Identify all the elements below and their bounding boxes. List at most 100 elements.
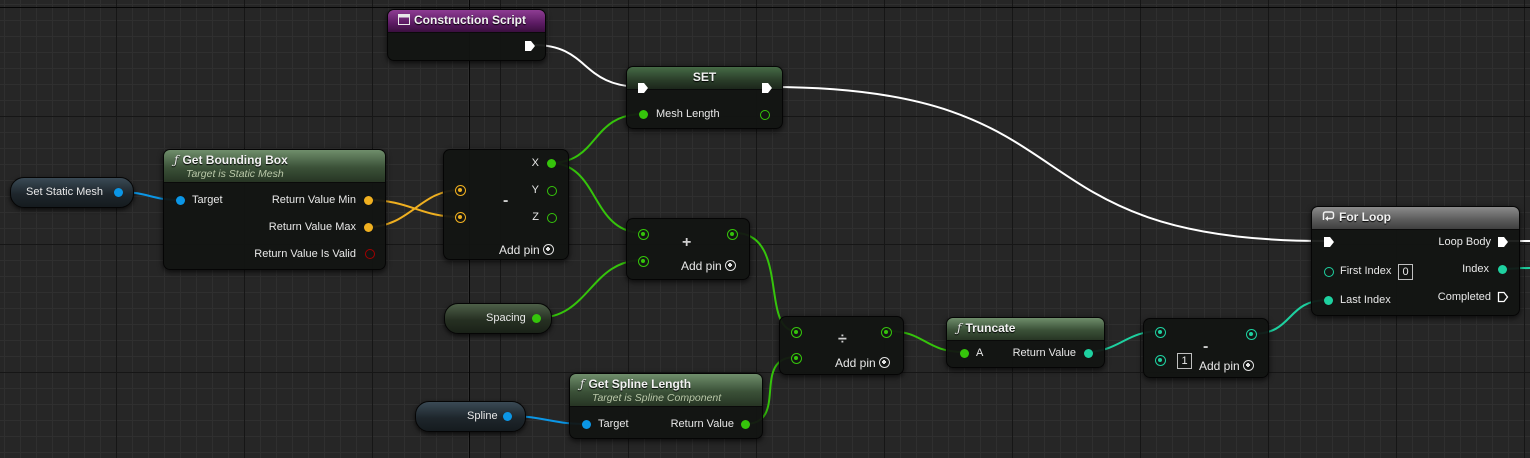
vector-b-input-pin[interactable] xyxy=(455,212,466,223)
set-mesh-length-node[interactable]: SET Mesh Length xyxy=(626,66,783,129)
exec-output-pin[interactable] xyxy=(524,40,536,52)
divide-operator: ÷ xyxy=(838,331,847,348)
truncate-a-input-pin[interactable] xyxy=(960,349,969,358)
vector-a-input-pin[interactable] xyxy=(455,185,466,196)
loop-body-label: Loop Body xyxy=(1438,236,1491,248)
y-output-pin[interactable] xyxy=(547,186,557,196)
bbox-valid-label: Return Value Is Valid xyxy=(254,248,356,260)
vector-add-pin-button[interactable]: Add pin xyxy=(499,243,554,257)
add-pin-icon xyxy=(724,260,736,271)
first-index-label: First Index xyxy=(1340,265,1392,277)
add-b-input-pin[interactable] xyxy=(638,256,649,267)
set-exec-out-pin[interactable] xyxy=(761,82,773,94)
subtract-output-pin[interactable] xyxy=(1246,329,1257,340)
divide-add-pin-button[interactable]: Add pin xyxy=(835,356,890,370)
spacing-variable[interactable]: Spacing xyxy=(444,303,552,334)
mesh-length-label: Mesh Length xyxy=(656,108,720,120)
subtract-b-value-field[interactable]: 1 xyxy=(1177,353,1192,369)
macro-loop-icon xyxy=(1322,211,1335,221)
add-add-pin-button[interactable]: Add pin xyxy=(681,259,736,273)
add-output-pin[interactable] xyxy=(727,229,738,240)
last-index-pin[interactable] xyxy=(1324,296,1333,305)
subtract-b-input-pin[interactable] xyxy=(1155,355,1166,366)
float-divide-node[interactable]: ÷ Add pin xyxy=(779,316,904,375)
add-operator: + xyxy=(682,234,692,251)
bbox-target-pin[interactable] xyxy=(176,196,185,205)
set-header: SET xyxy=(627,67,782,90)
divide-add-pin-label: Add pin xyxy=(835,356,876,370)
set-static-mesh-variable[interactable]: Set Static Mesh xyxy=(10,177,134,208)
function-icon: ƒ xyxy=(174,153,179,167)
get-spline-length-subtitle: Target is Spline Component xyxy=(592,392,722,404)
subtract-add-pin-button[interactable]: Add pin xyxy=(1199,359,1254,373)
int-subtract-node[interactable]: 1 - Add pin xyxy=(1143,318,1269,378)
loop-body-pin[interactable] xyxy=(1497,236,1509,248)
first-index-value-field[interactable]: 0 xyxy=(1398,264,1413,280)
spline-variable[interactable]: Spline xyxy=(415,401,526,432)
bbox-min-pin[interactable] xyxy=(364,196,373,205)
set-static-mesh-output-pin[interactable] xyxy=(114,188,123,197)
set-exec-in-pin[interactable] xyxy=(637,82,649,94)
function-icon: ƒ xyxy=(957,321,962,335)
for-loop-exec-in-pin[interactable] xyxy=(1323,236,1335,248)
for-loop-header: For Loop xyxy=(1312,207,1519,230)
spline-return-pin[interactable] xyxy=(741,420,750,429)
x-label: X xyxy=(531,157,539,169)
construction-script-node[interactable]: Construction Script xyxy=(387,9,546,61)
set-static-mesh-label: Set Static Mesh xyxy=(26,186,104,198)
spacing-label: Spacing xyxy=(486,312,526,324)
truncate-return-pin[interactable] xyxy=(1084,349,1093,358)
spacing-output-pin[interactable] xyxy=(532,314,541,323)
bbox-max-pin[interactable] xyxy=(364,223,373,232)
add-pin-icon xyxy=(878,357,890,368)
subtract-operator: - xyxy=(503,192,509,209)
construction-script-header: Construction Script xyxy=(388,10,545,33)
subtract-a-input-pin[interactable] xyxy=(1155,327,1166,338)
completed-label: Completed xyxy=(1437,291,1491,303)
index-label: Index xyxy=(1462,263,1489,275)
completed-pin[interactable] xyxy=(1497,291,1509,303)
subtract-add-pin-label: Add pin xyxy=(1199,359,1240,373)
exec-wire-set-forloop xyxy=(769,86,1325,242)
divide-output-pin[interactable] xyxy=(881,327,892,338)
get-bounding-box-subtitle: Target is Static Mesh xyxy=(186,168,284,180)
bbox-valid-pin[interactable] xyxy=(365,249,375,259)
spline-target-pin[interactable] xyxy=(582,420,591,429)
event-icon xyxy=(398,14,410,25)
index-pin[interactable] xyxy=(1498,265,1507,274)
mesh-length-input-pin[interactable] xyxy=(639,110,648,119)
divide-a-input-pin[interactable] xyxy=(791,327,802,338)
grid-axis-horizontal xyxy=(0,7,1530,8)
bbox-min-label: Return Value Min xyxy=(271,194,356,206)
float-add-node[interactable]: + Add pin xyxy=(626,218,750,280)
add-pin-icon xyxy=(1242,360,1254,371)
truncate-a-label: A xyxy=(976,347,984,359)
divide-b-input-pin[interactable] xyxy=(791,353,802,364)
get-spline-length-title: Get Spline Length xyxy=(588,377,692,391)
last-index-label: Last Index xyxy=(1340,294,1391,306)
bbox-target-label: Target xyxy=(192,194,223,206)
z-output-pin[interactable] xyxy=(547,213,557,223)
bbox-max-label: Return Value Max xyxy=(268,221,356,233)
mesh-length-output-pin[interactable] xyxy=(760,110,770,120)
construction-script-title: Construction Script xyxy=(414,13,527,27)
add-add-pin-label: Add pin xyxy=(681,259,722,273)
vector-subtract-node[interactable]: - X Y Z Add pin xyxy=(443,149,569,260)
spline-output-pin[interactable] xyxy=(503,412,512,421)
get-bounding-box-title: Get Bounding Box xyxy=(182,153,288,167)
spline-target-label: Target xyxy=(598,418,629,430)
for-loop-node[interactable]: For Loop First Index 0 Last Index Loop B… xyxy=(1311,206,1520,316)
add-a-input-pin[interactable] xyxy=(638,229,649,240)
vector-add-pin-label: Add pin xyxy=(499,243,540,257)
x-output-pin[interactable] xyxy=(547,159,556,168)
z-label: Z xyxy=(532,211,539,223)
set-title: SET xyxy=(692,70,717,84)
first-index-pin[interactable] xyxy=(1324,267,1334,277)
truncate-return-label: Return Value xyxy=(1012,347,1076,359)
